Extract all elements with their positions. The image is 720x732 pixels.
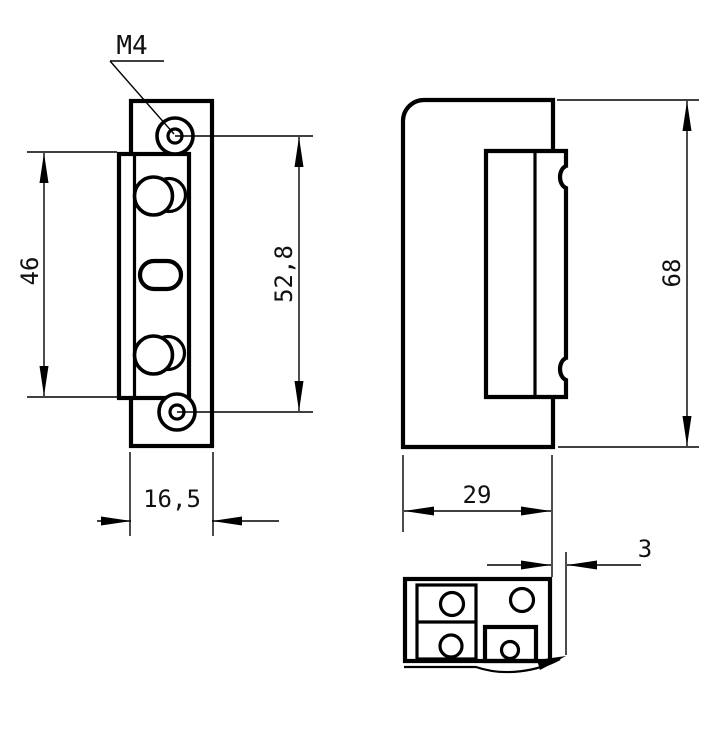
dim-528-arrow-down xyxy=(294,381,304,411)
dim-3-label: 3 xyxy=(638,535,652,563)
top-hole-upper-left xyxy=(438,590,466,618)
dim-29: 29 xyxy=(402,455,553,577)
top-hole-keeper xyxy=(499,639,521,661)
dim-3: 3 xyxy=(487,535,652,655)
dim-68: 68 xyxy=(557,99,699,448)
top-hole-lower-left xyxy=(438,633,464,659)
top-hole-upper-right xyxy=(508,586,536,614)
dim-165-arrow-left xyxy=(101,516,131,526)
dim-29-arrow-right xyxy=(521,506,551,516)
front-obround-hole xyxy=(137,258,184,292)
top-view xyxy=(402,576,566,674)
dim-68-arrow-down xyxy=(682,416,692,446)
dim-m4-callout: M4 xyxy=(109,31,175,135)
front-view xyxy=(116,98,215,449)
dim-29-label: 29 xyxy=(463,481,492,509)
dim-52-8: 52,8 xyxy=(175,135,313,413)
dim-16-5: 16,5 xyxy=(97,452,279,536)
side-view xyxy=(400,97,569,450)
dim-165-label: 16,5 xyxy=(143,485,201,513)
dim-68-label: 68 xyxy=(658,259,686,288)
dim-3-arrow-right xyxy=(567,560,597,570)
dim-528-label: 52,8 xyxy=(270,245,298,303)
dim-3-arrow-left xyxy=(521,560,551,570)
dim-165-arrow-right xyxy=(212,516,242,526)
dim-46-label: 46 xyxy=(16,257,44,286)
front-latch-hole-bottom xyxy=(132,334,175,376)
dim-46-arrow-down xyxy=(39,366,49,396)
dim-46-arrow-up xyxy=(39,153,49,183)
dim-29-arrow-left xyxy=(404,506,434,516)
top-keeper-block xyxy=(482,624,539,664)
dim-68-arrow-up xyxy=(682,101,692,131)
m4-label: M4 xyxy=(116,31,147,61)
dim-528-arrow-up xyxy=(294,137,304,167)
dim-46: 46 xyxy=(16,151,117,398)
keeper-swing-arrow xyxy=(537,656,566,670)
m4-leader-line xyxy=(109,60,175,135)
front-latch-hole-top xyxy=(132,175,175,217)
side-faceplate xyxy=(483,148,569,400)
